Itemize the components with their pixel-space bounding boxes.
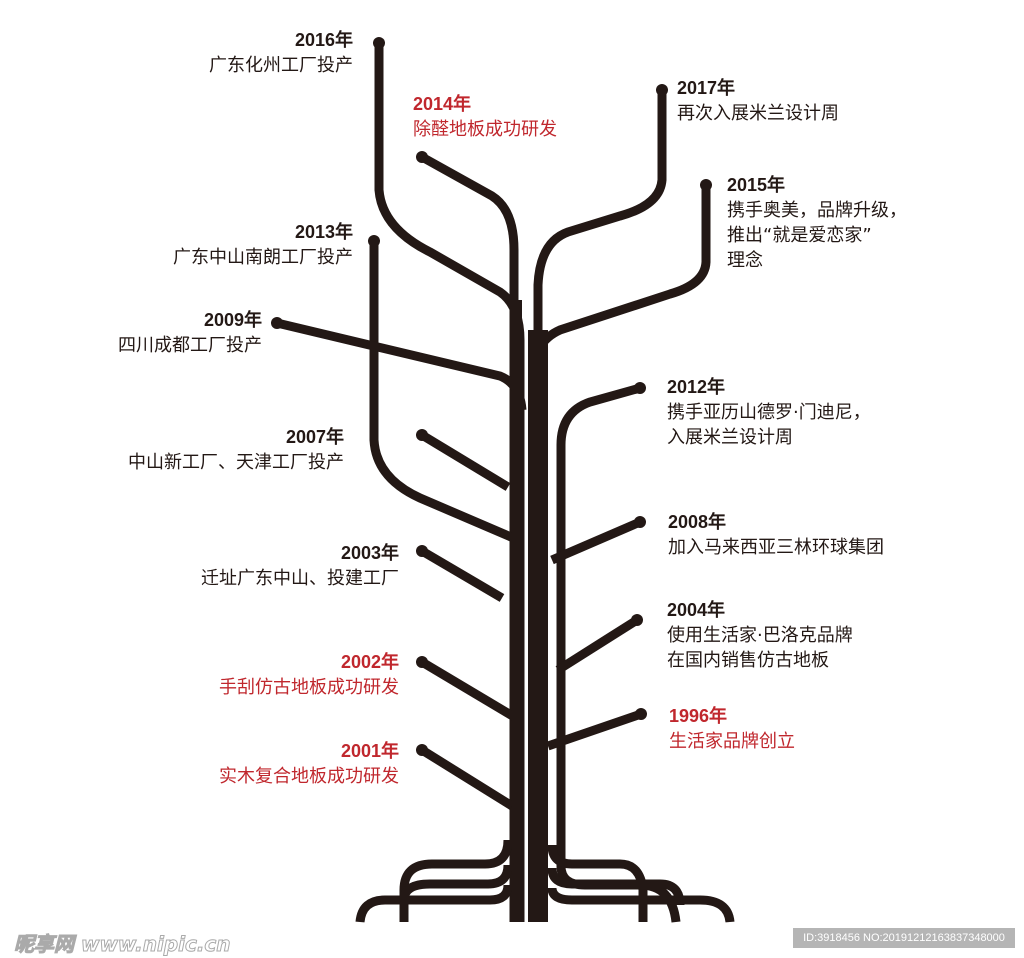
branch-2012 xyxy=(556,383,681,923)
event-2008: 2008年加入马来西亚三林环球集团 xyxy=(668,512,884,558)
root-l2 xyxy=(399,864,513,901)
event-2007: 2007年中山新工厂、天津工厂投产 xyxy=(128,427,344,473)
image-id-label: ID:3918456 NO:20191212163837348000 xyxy=(793,928,1015,948)
branch-2017 xyxy=(533,90,667,922)
event-2004: 2004年使用生活家·巴洛克品牌在国内销售仿古地板 xyxy=(667,600,853,671)
branch-2008 xyxy=(550,517,642,565)
event-2014: 2014年除醛地板成功研发 xyxy=(413,94,557,140)
event-2001: 2001年实木复合地板成功研发 xyxy=(219,741,399,787)
root-l3 xyxy=(355,884,513,923)
branch-2001 xyxy=(419,746,515,810)
root-l1 xyxy=(399,839,513,922)
root-r3 xyxy=(547,887,735,923)
branch-1996 xyxy=(546,709,643,751)
root-r2 xyxy=(547,867,685,906)
event-1996: 1996年生活家品牌创立 xyxy=(669,706,795,752)
event-dots xyxy=(271,37,712,756)
branch-2002 xyxy=(419,658,519,722)
branch-2003 xyxy=(419,547,505,602)
event-2002: 2002年手刮仿古地板成功研发 xyxy=(219,652,399,698)
event-2017: 2017年再次入展米兰设计周 xyxy=(677,78,839,124)
branch-2013 xyxy=(369,241,520,545)
event-2013: 2013年广东中山南朗工厂投产 xyxy=(173,222,353,268)
event-2016: 2016年广东化州工厂投产 xyxy=(209,30,353,76)
branch-2007 xyxy=(419,431,511,491)
branch-2009 xyxy=(275,318,527,411)
trunk xyxy=(528,330,548,922)
event-2009: 2009年四川成都工厂投产 xyxy=(118,310,262,356)
event-2015: 2015年携手奥美，品牌升级，推出“就是爱恋家”理念 xyxy=(727,175,907,271)
trunk xyxy=(512,300,522,922)
event-2012: 2012年携手亚历山德罗·门迪尼，入展米兰设计周 xyxy=(667,377,871,448)
event-2003: 2003年迁址广东中山、投建工厂 xyxy=(201,543,399,589)
branch-2004 xyxy=(555,616,640,674)
branch-2014 xyxy=(419,153,519,922)
watermark-logo: 昵享网 www.nipic.cn xyxy=(14,932,232,957)
